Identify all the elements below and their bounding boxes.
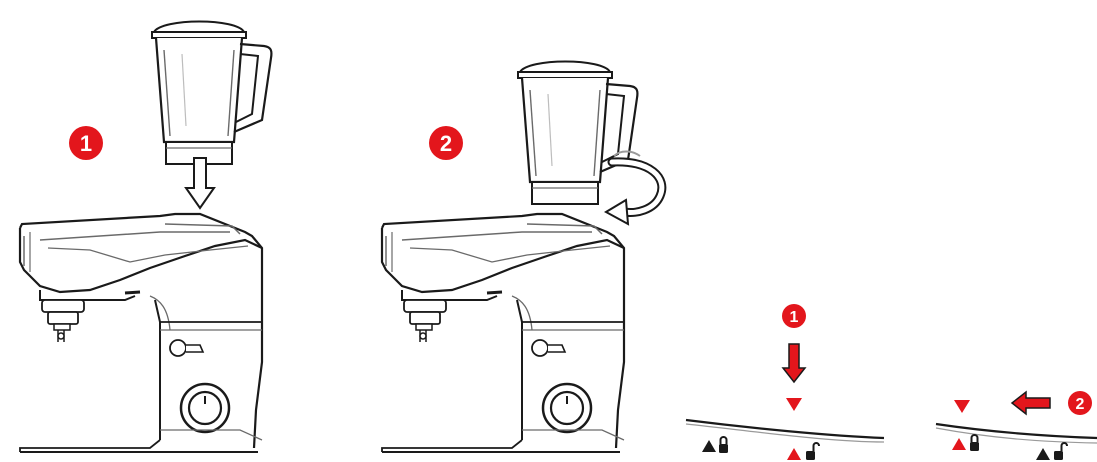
step-1-number: 1	[80, 131, 92, 156]
blender-jar-2	[518, 62, 637, 205]
lock-icon	[702, 437, 728, 453]
step-2-badge: 2	[429, 126, 463, 160]
lock-detail-2: 2	[936, 391, 1097, 460]
lock-step-1-badge: 1	[782, 304, 806, 328]
stand-mixer-2	[382, 214, 624, 452]
unlock-icon-2	[1036, 443, 1067, 460]
down-arrow-icon	[186, 158, 214, 208]
unlock-icon	[787, 443, 819, 460]
stand-mixer-1	[20, 214, 262, 452]
jar-marker-icon	[786, 398, 802, 411]
red-down-arrow-icon	[783, 344, 805, 382]
blender-jar-1	[152, 22, 271, 165]
lock-icon-2	[952, 435, 979, 451]
rotate-arrow-icon	[606, 152, 662, 225]
step-2-number: 2	[440, 131, 452, 156]
step-1-panel: 1	[20, 22, 271, 453]
lock-detail-1: 1	[686, 304, 884, 460]
step-1-badge: 1	[69, 126, 103, 160]
lock-step-2-number: 2	[1076, 396, 1085, 413]
lock-step-2-badge: 2	[1068, 391, 1092, 415]
red-left-arrow-icon	[1012, 392, 1050, 414]
step-2-panel: 2	[382, 62, 662, 453]
jar-marker-icon-2	[954, 400, 970, 413]
lock-step-1-number: 1	[790, 309, 799, 326]
